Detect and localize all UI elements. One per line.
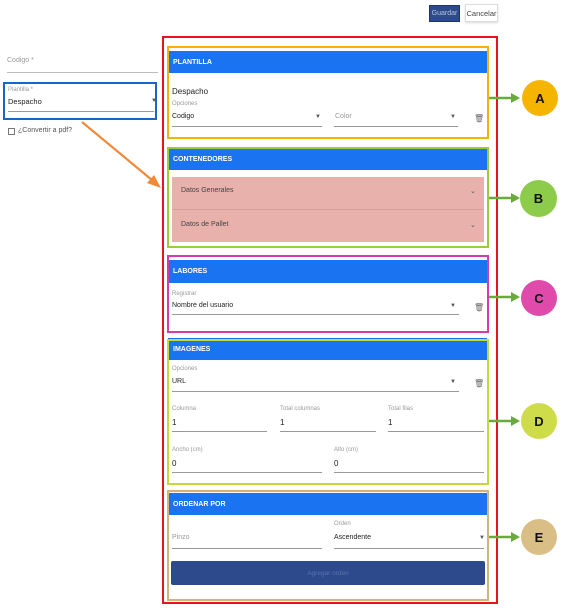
- opciones-select[interactable]: Codigo: [172, 113, 195, 120]
- section-header-plantilla: PLANTILLA: [168, 51, 487, 73]
- accordion-item-datos-pallet[interactable]: Datos de Pallet: [181, 221, 229, 228]
- columna-label: Columna: [172, 406, 197, 412]
- alto-input[interactable]: 0: [334, 459, 339, 468]
- callout-e: E: [521, 519, 557, 555]
- registrar-select[interactable]: Nombre del usuario: [172, 302, 234, 309]
- total-filas-label: Total filas: [388, 406, 414, 412]
- cancel-button[interactable]: Cancelar: [465, 4, 498, 22]
- plantilla-select[interactable]: Despacho: [8, 97, 42, 106]
- ancho-label: Ancho (cm): [172, 447, 203, 453]
- ancho-underline: [172, 472, 322, 473]
- plantilla-select-highlight: [3, 82, 157, 120]
- save-button[interactable]: Guardar: [429, 5, 460, 22]
- section-outline-ordenar: [167, 490, 489, 601]
- section-header-labores: LABORES: [168, 260, 487, 283]
- total-columnas-input[interactable]: 1: [280, 418, 285, 427]
- alto-underline: [334, 472, 484, 473]
- pdf-checkbox-label: ¿Convertir a pdf?: [18, 127, 73, 134]
- registrar-underline: [172, 314, 459, 315]
- color-select[interactable]: Color: [335, 113, 352, 120]
- callout-c: C: [521, 280, 557, 316]
- ancho-input[interactable]: 0: [172, 459, 177, 468]
- accordion-divider: [172, 209, 484, 210]
- orden-label: Orden: [334, 521, 351, 527]
- orden-select[interactable]: Ascendente: [334, 534, 371, 541]
- section-outline-labores: [167, 255, 489, 333]
- alto-label: Alto (cm): [334, 447, 358, 453]
- section-outline-contenedores: [167, 147, 489, 248]
- accordion-item-datos-generales[interactable]: Datos Generales: [181, 187, 234, 194]
- total-filas-underline: [388, 431, 484, 432]
- chevron-down-icon[interactable]: ▼: [450, 114, 456, 120]
- opciones-label: Opciones: [172, 101, 198, 107]
- total-columnas-label: Total columnas: [280, 406, 321, 412]
- codigo-field[interactable]: Codigo *: [7, 57, 34, 64]
- total-columnas-underline: [280, 431, 376, 432]
- add-order-button[interactable]: Agregar orden: [171, 561, 485, 585]
- callout-a: A: [522, 80, 558, 116]
- callout-b: B: [520, 180, 557, 217]
- section-header-ordenar: ORDENAR POR: [168, 493, 487, 515]
- trash-icon[interactable]: 🗑: [474, 303, 485, 312]
- ordenar-campo-underline: [172, 548, 322, 549]
- plantilla-underline: [8, 111, 154, 112]
- chevron-down-icon[interactable]: ▼: [315, 114, 321, 120]
- img-opciones-underline: [172, 391, 459, 392]
- chevron-down-icon[interactable]: ⌄: [470, 222, 476, 229]
- plantilla-name: Despacho: [172, 87, 209, 96]
- pdf-checkbox[interactable]: [8, 128, 15, 135]
- trash-icon[interactable]: 🗑: [474, 114, 485, 123]
- chevron-down-icon[interactable]: ▼: [479, 535, 485, 541]
- ordenar-campo-input[interactable]: Pinzo: [172, 534, 190, 541]
- color-underline: [334, 126, 458, 127]
- trash-icon[interactable]: 🗑: [474, 379, 485, 388]
- chevron-down-icon[interactable]: ▼: [151, 98, 157, 104]
- callout-d: D: [521, 403, 557, 439]
- chevron-down-icon[interactable]: ▼: [450, 379, 456, 385]
- section-header-imagenes: IMAGENES: [168, 338, 487, 360]
- section-outline-imagenes: [167, 339, 489, 485]
- img-opciones-label: Opciones: [172, 366, 198, 372]
- form-panel-outline: [162, 36, 498, 604]
- codigo-underline: [7, 72, 158, 73]
- chevron-down-icon[interactable]: ▼: [450, 303, 456, 309]
- opciones-underline: [172, 126, 322, 127]
- img-opciones-select[interactable]: URL: [172, 378, 187, 385]
- section-outline-plantilla: [167, 46, 489, 139]
- columna-input[interactable]: 1: [172, 418, 177, 427]
- plantilla-select-label: Plantilla *: [8, 87, 34, 93]
- chevron-down-icon[interactable]: ⌄: [470, 188, 476, 195]
- orden-underline: [334, 548, 484, 549]
- total-filas-input[interactable]: 1: [388, 418, 393, 427]
- section-header-contenedores: CONTENEDORES: [168, 148, 487, 170]
- columna-underline: [172, 431, 267, 432]
- registrar-label: Registrar: [172, 291, 197, 297]
